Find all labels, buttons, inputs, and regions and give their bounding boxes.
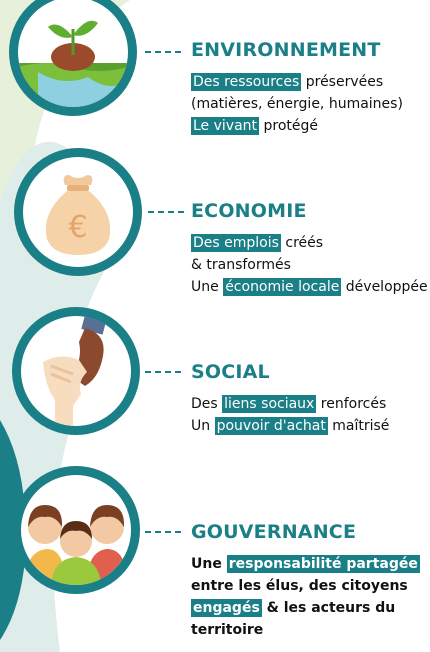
governance-icon-circle	[12, 466, 140, 594]
section-social: SOCIAL Des liens sociaux renforcés Un po…	[191, 360, 389, 437]
highlight: liens sociaux	[222, 395, 317, 413]
text-line: & transformés	[191, 257, 291, 273]
text-line: Une responsabilité partagée	[191, 555, 420, 573]
section-economie: ECONOMIE Des emplois créés & transformés…	[191, 199, 428, 298]
connector-dash	[145, 371, 181, 373]
environment-icon-circle	[9, 0, 137, 116]
handshake-icon	[43, 316, 107, 426]
highlight: pouvoir d'achat	[214, 417, 328, 435]
text-line: (matières, énergie, humaines)	[191, 96, 403, 112]
section-title: GOUVERNANCE	[191, 521, 357, 543]
text-line: Un pouvoir d'achat maîtrisé	[191, 417, 390, 435]
social-icon-circle	[12, 307, 140, 435]
text-line: Des ressources préservées	[191, 73, 384, 91]
group-people-icon	[25, 505, 127, 585]
connector-dash	[148, 211, 184, 213]
highlight: Des ressources	[191, 73, 302, 91]
connector-dash	[145, 51, 181, 53]
svg-text:€: €	[68, 210, 87, 245]
text-line: territoire	[191, 622, 264, 638]
text-line: engagés & les acteurs du	[191, 599, 396, 617]
section-title: SOCIAL	[191, 361, 270, 383]
text-line: entre les élus, des citoyens	[191, 578, 408, 594]
connector-dash	[145, 531, 181, 533]
section-title: ENVIRONNEMENT	[191, 39, 381, 61]
highlight: engagés	[191, 599, 262, 617]
text-line: Des emplois créés	[191, 234, 324, 252]
highlight: Des emplois	[191, 234, 281, 252]
economy-icon-circle: €	[14, 148, 142, 276]
section-title: ECONOMIE	[191, 200, 307, 222]
text-line: Une économie locale développée	[191, 278, 428, 296]
money-bag-euro-icon: €	[45, 175, 111, 255]
text-line: Des liens sociaux renforcés	[191, 395, 387, 413]
highlight: responsabilité partagée	[226, 555, 420, 573]
plant-globe-icon	[18, 20, 128, 107]
highlight: économie locale	[223, 278, 342, 296]
text-line: Le vivant protégé	[191, 117, 318, 135]
section-environnement: ENVIRONNEMENT Des ressources préservées …	[191, 38, 403, 137]
highlight: Le vivant	[191, 117, 260, 135]
section-gouvernance: GOUVERNANCE Une responsabilité partagée …	[191, 520, 420, 641]
